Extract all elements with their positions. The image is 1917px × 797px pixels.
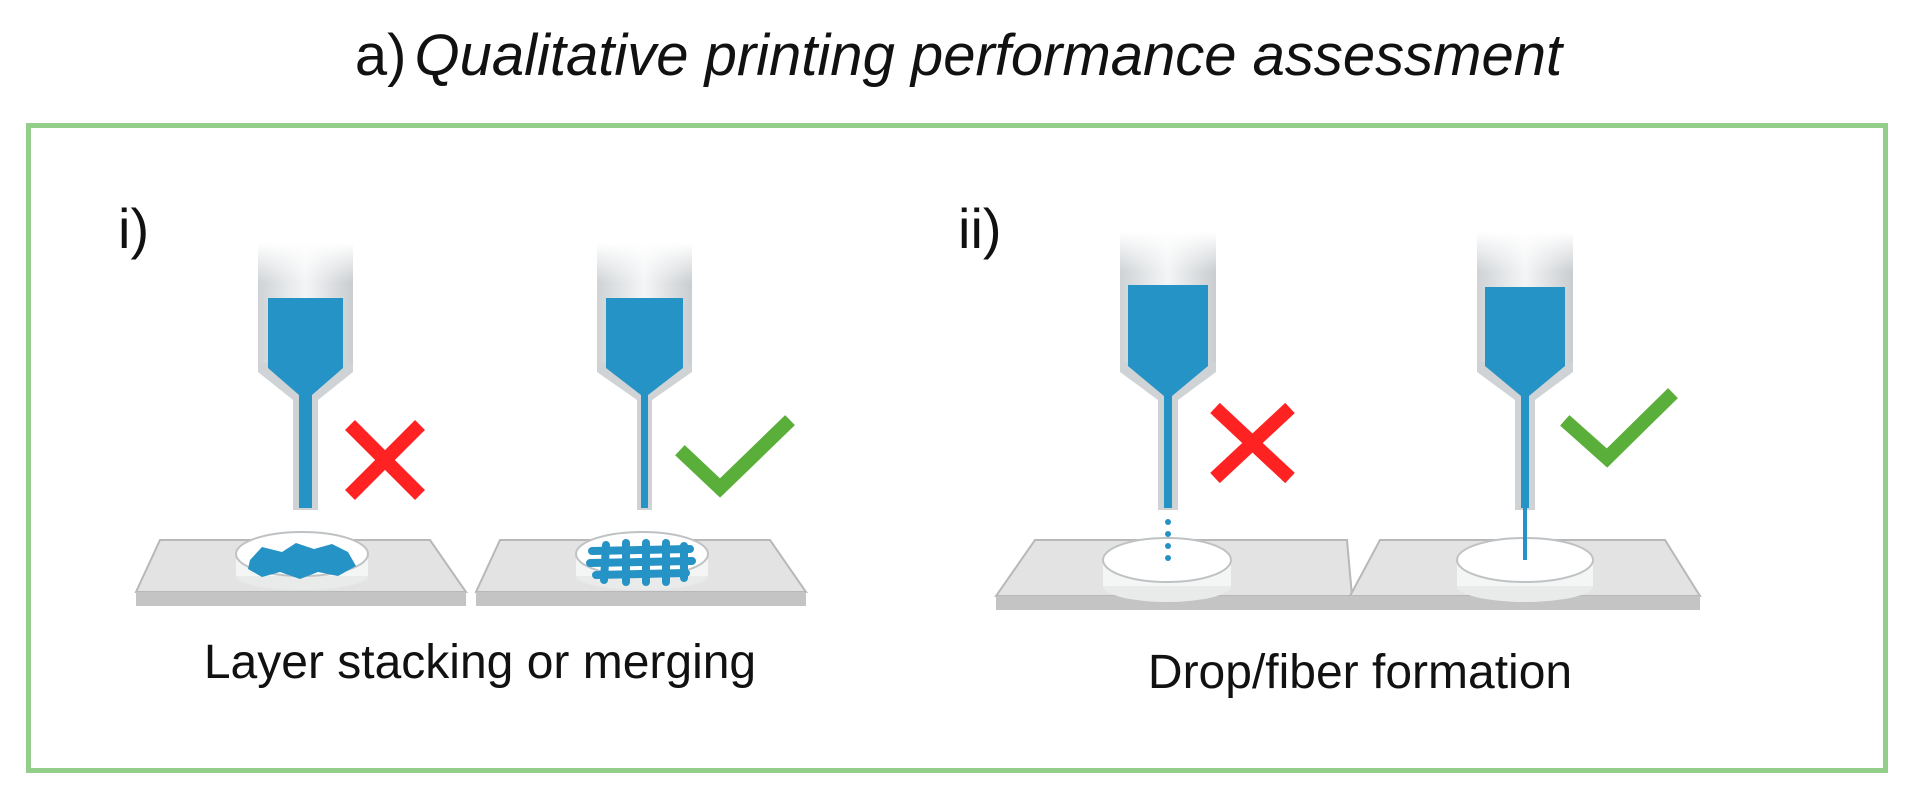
panel-ii-label: ii) (958, 197, 1002, 260)
cross-icon (345, 420, 425, 500)
assessment-frame (26, 123, 1888, 773)
figure-title-text: Qualitative printing performance assessm… (414, 23, 1563, 88)
example-i-pass (474, 243, 808, 606)
figure-title: a)Qualitative printing performance asses… (0, 14, 1917, 98)
figure-title-letter: a) (354, 23, 407, 88)
syringe-nozzle (1477, 232, 1573, 510)
merged-layer-deposit (248, 543, 356, 579)
check-icon (675, 415, 795, 498)
panel-i-caption: Layer stacking or merging (203, 636, 757, 689)
syringe-nozzle (258, 243, 353, 510)
syringe-nozzle (597, 243, 692, 510)
cross-icon (1210, 402, 1295, 484)
example-ii-fail (994, 232, 1354, 610)
syringe-nozzle (1120, 232, 1216, 510)
example-ii-pass (1348, 232, 1702, 610)
droplets (1165, 519, 1171, 561)
check-icon (1560, 388, 1678, 468)
grid-lattice-deposit (586, 539, 696, 586)
panel-i-label: i) (118, 197, 150, 260)
panel-ii-caption: Drop/fiber formation (1147, 646, 1573, 699)
example-i-fail (134, 243, 468, 606)
